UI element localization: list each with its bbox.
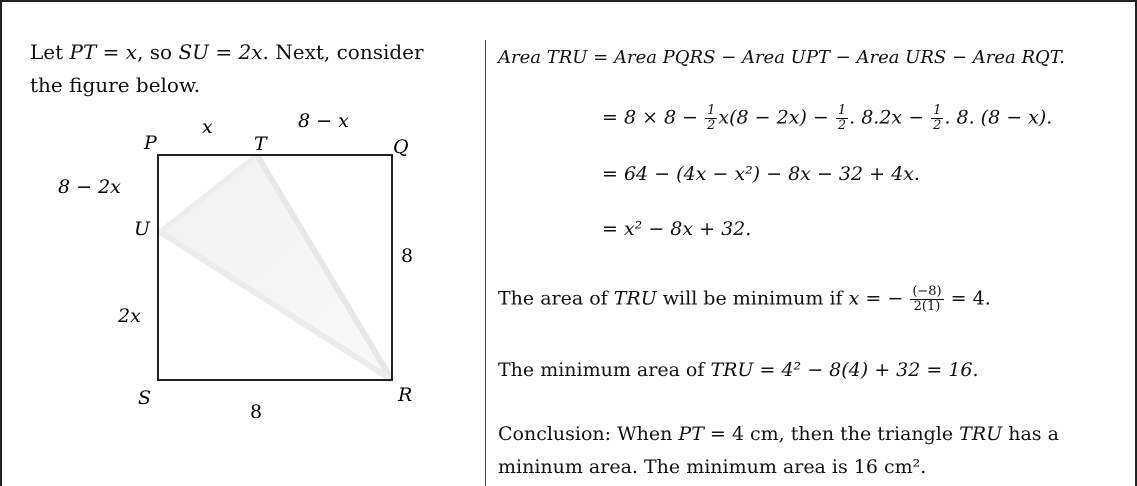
frac-numerator: 1 — [931, 103, 944, 119]
intro-line-2: the figure below. — [30, 73, 201, 97]
min2-tru: TRU — [710, 359, 754, 381]
label-top-right-seg: 8 − x — [298, 110, 349, 132]
minimum-condition: The area of TRU will be minimum if x = −… — [498, 285, 991, 314]
min1-part-a: The area of — [498, 287, 614, 310]
frac-numerator: (−8) — [910, 284, 944, 300]
frac-denominator: 2 — [933, 118, 942, 133]
equation-line-2: = 64 − (4x − x²) − 8x − 32 + 4x. — [602, 163, 920, 185]
left-column: Let PT = x, so SU = 2x. Next, consider t… — [30, 36, 480, 102]
intro-pt: PT — [69, 40, 97, 64]
intro-eq1: = x — [96, 40, 138, 64]
intro-su: SU — [178, 40, 210, 64]
label-r: R — [397, 384, 412, 406]
segment-tr — [254, 153, 395, 382]
intro-eq2: = 2x — [209, 40, 263, 64]
label-left-bottom-seg: 2x — [117, 305, 141, 327]
min1-part-c: x = − — [848, 287, 910, 310]
segment-ur — [158, 229, 394, 383]
eq1-part-b: x(8 − 2x) − — [718, 106, 835, 129]
intro-text: Let — [30, 40, 70, 64]
frac-denominator: 2(1) — [913, 299, 941, 314]
min1-frac: (−8)2(1) — [910, 284, 944, 314]
frac-denominator: 2 — [707, 118, 716, 133]
triangle-tru-shade — [160, 155, 392, 380]
label-q: Q — [393, 136, 409, 158]
min2-part-b: = 4² − 8(4) + 32 = 16. — [753, 359, 979, 381]
square-figure: P Q R S T U x 8 − x 8 − 2x 2x 8 8 — [58, 110, 413, 423]
eq1-part-a: = 8 × 8 − — [602, 106, 705, 129]
conclusion-line-1: Conclusion: When PT = 4 cm, then the tri… — [498, 423, 1059, 445]
label-bottom-side: 8 — [250, 401, 262, 423]
min2-part-a: The minimum area of — [498, 359, 711, 381]
min1-part-d: = 4. — [944, 287, 991, 310]
eq1-part-c: . 8.2x − — [849, 106, 931, 129]
segment-ut — [158, 153, 259, 234]
frac-numerator: 1 — [705, 103, 718, 119]
area-decomposition-title: Area TRU = Area PQRS − Area UPT − Area U… — [498, 47, 1065, 68]
label-s: S — [138, 387, 151, 409]
conc1-part-c: has a — [1002, 423, 1059, 445]
frac-denominator: 2 — [837, 118, 847, 133]
intro-so: , so — [137, 40, 179, 64]
intro-line-1: Let PT = x, so SU = 2x. Next, consider — [30, 36, 480, 69]
equation-line-3: = x² − 8x + 32. — [602, 218, 752, 240]
square-pqrs — [157, 154, 393, 381]
label-right-side: 8 — [401, 245, 413, 267]
eq1-part-d: . 8. (8 − x). — [944, 106, 1053, 129]
min1-part-b: will be minimum if — [656, 287, 849, 310]
label-u: U — [134, 218, 151, 240]
frac-numerator: 1 — [835, 103, 849, 119]
label-p: P — [143, 132, 158, 154]
label-left-top-seg: 8 − 2x — [58, 176, 121, 198]
column-divider — [485, 40, 486, 486]
conc1-pt: PT — [678, 423, 704, 445]
conc1-tru: TRU — [959, 423, 1003, 445]
label-t: T — [254, 133, 268, 155]
min1-tru: TRU — [613, 287, 657, 310]
conc1-part-a: Conclusion: When — [498, 423, 679, 445]
intro-next: . Next, consider — [262, 40, 424, 64]
label-top-left-seg: x — [202, 116, 213, 138]
conc1-part-b: = 4 cm, then the triangle — [703, 423, 960, 445]
minimum-area-line: The minimum area of TRU = 4² − 8(4) + 32… — [498, 359, 979, 381]
conclusion-line-2: mininum area. The minimum area is 16 cm²… — [498, 456, 927, 478]
